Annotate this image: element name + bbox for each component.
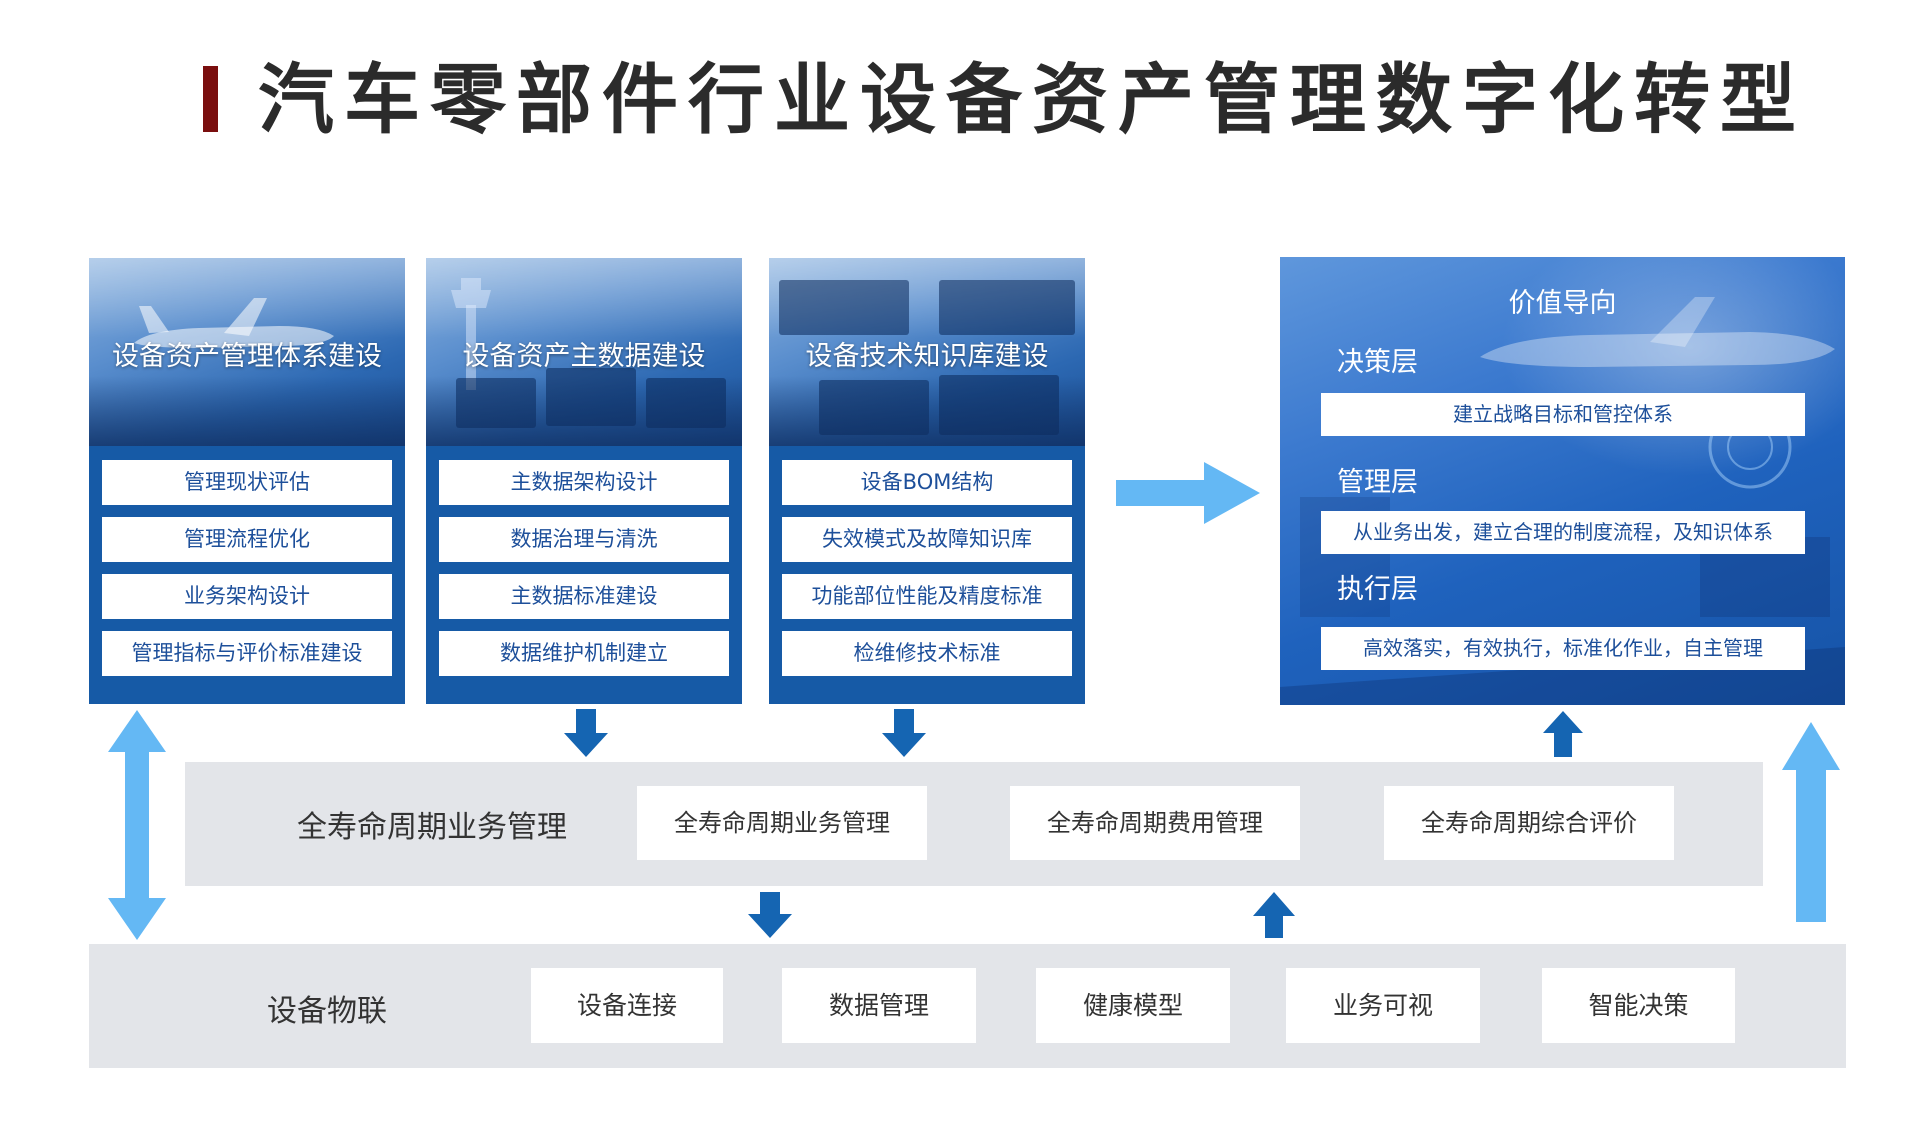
airplane-icon [1480, 297, 1835, 367]
arrow-double-vertical-icon [108, 710, 166, 940]
list-item: 主数据标准建设 [439, 574, 729, 619]
arrow-down-icon [564, 709, 608, 757]
lifecycle-item: 全寿命周期费用管理 [1010, 786, 1300, 860]
list-item: 数据维护机制建立 [439, 631, 729, 676]
arrow-up-icon [1253, 892, 1295, 938]
airplane-icon [134, 298, 334, 348]
column-title: 设备资产主数据建设 [462, 341, 706, 372]
value-orientation-panel: 价值导向 决策层 建立战略目标和管控体系 管理层 从业务出发，建立合理的制度流程… [1280, 257, 1845, 705]
iot-item: 设备连接 [531, 968, 723, 1043]
list-item: 管理指标与评价标准建设 [102, 631, 392, 676]
iot-label: 设备物联 [267, 994, 387, 1029]
iot-band: 设备物联 设备连接 数据管理 健康模型 业务可视 智能决策 [89, 944, 1846, 1068]
arrow-down-icon [882, 709, 926, 757]
title-accent-bar [203, 66, 218, 132]
column-master-data: 设备资产主数据建设 主数据架构设计 数据治理与清洗 主数据标准建设 数据维护机制… [426, 258, 742, 704]
lifecycle-item: 全寿命周期业务管理 [637, 786, 927, 860]
lifecycle-band: 全寿命周期业务管理 全寿命周期业务管理 全寿命周期费用管理 全寿命周期综合评价 [185, 762, 1763, 886]
layer-box-execution: 高效落实，有效执行，标准化作业，自主管理 [1321, 627, 1805, 670]
arrow-right-icon [1116, 462, 1260, 524]
iot-item: 业务可视 [1286, 968, 1480, 1043]
iot-item: 数据管理 [782, 968, 976, 1043]
column-title: 设备技术知识库建设 [805, 341, 1049, 372]
lifecycle-label: 全寿命周期业务管理 [297, 810, 567, 845]
column-photo-control-room [426, 258, 742, 446]
layer-box-management: 从业务出发，建立合理的制度流程，及知识体系 [1321, 511, 1805, 554]
column-knowledge-base: 设备技术知识库建设 设备BOM结构 失效模式及故障知识库 功能部位性能及精度标准… [769, 258, 1085, 704]
list-item: 管理现状评估 [102, 460, 392, 505]
column-photo-operations [769, 258, 1085, 446]
list-item: 功能部位性能及精度标准 [782, 574, 1072, 619]
list-item: 主数据架构设计 [439, 460, 729, 505]
lifecycle-item: 全寿命周期综合评价 [1384, 786, 1674, 860]
list-item: 管理流程优化 [102, 517, 392, 562]
column-title: 设备资产管理体系建设 [112, 341, 382, 372]
layer-label-management: 管理层 [1337, 467, 1418, 498]
layer-box-decision: 建立战略目标和管控体系 [1321, 393, 1805, 436]
list-item: 设备BOM结构 [782, 460, 1072, 505]
iot-item: 健康模型 [1036, 968, 1230, 1043]
list-item: 失效模式及故障知识库 [782, 517, 1072, 562]
arrow-up-icon [1543, 711, 1583, 757]
layer-label-execution: 执行层 [1337, 574, 1418, 605]
value-title: 价值导向 [1508, 288, 1617, 319]
iot-item: 智能决策 [1542, 968, 1735, 1043]
page-title: 汽车零部件行业设备资产管理数字化转型 [258, 55, 1806, 144]
layer-label-decision: 决策层 [1337, 347, 1418, 378]
arrow-up-tall-icon [1782, 722, 1840, 922]
arrow-down-icon [748, 892, 792, 938]
list-item: 检维修技术标准 [782, 631, 1072, 676]
column-asset-system: 设备资产管理体系建设 管理现状评估 管理流程优化 业务架构设计 管理指标与评价标… [89, 258, 405, 704]
list-item: 数据治理与清洗 [439, 517, 729, 562]
control-tower-icon [451, 278, 491, 390]
column-photo-airport [89, 258, 405, 446]
list-item: 业务架构设计 [102, 574, 392, 619]
